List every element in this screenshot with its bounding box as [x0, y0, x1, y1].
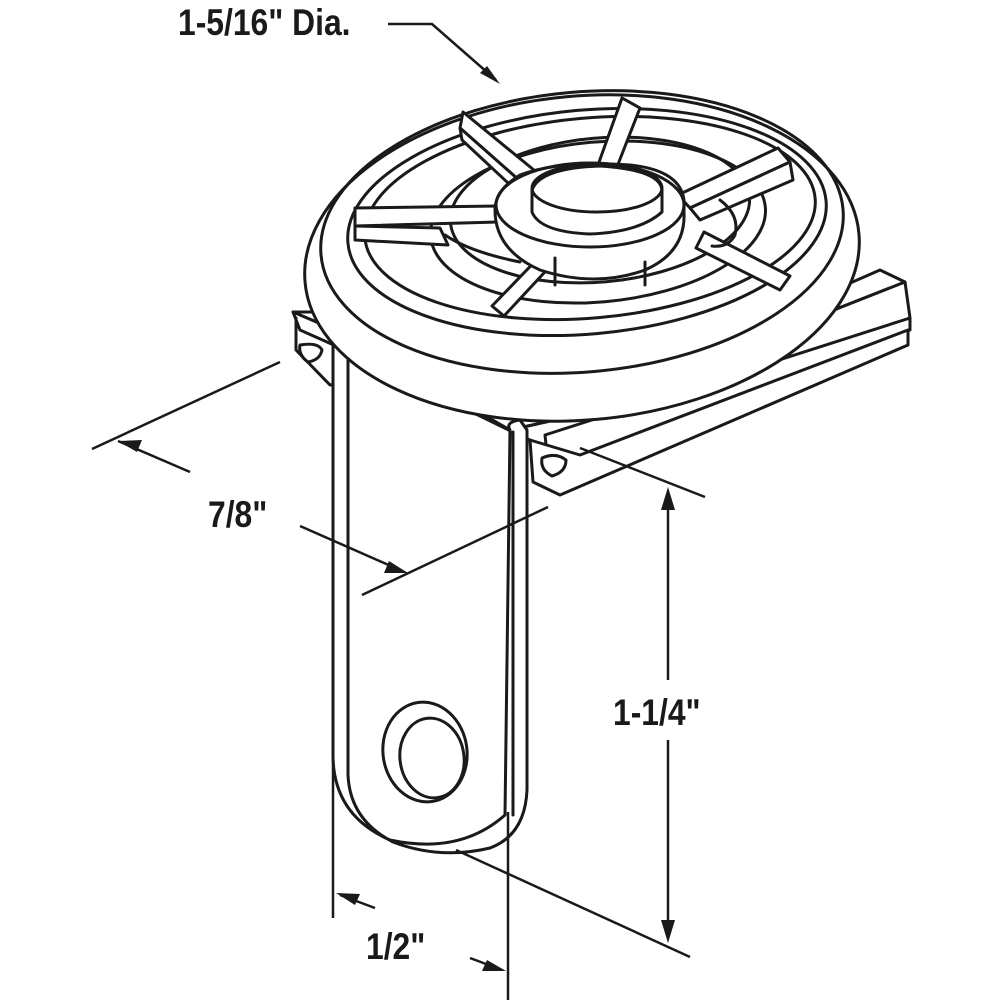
bracket-arm — [331, 336, 529, 855]
wheel-hub — [493, 161, 686, 287]
depth-label: 7/8" — [208, 494, 268, 535]
diameter-leader — [388, 22, 500, 84]
height-label: 1-1/4" — [613, 692, 701, 733]
width-dimension — [331, 755, 510, 1000]
width-label: 1/2" — [366, 926, 426, 967]
height-dimension — [455, 446, 706, 959]
depth-dimension — [91, 360, 549, 597]
wheel — [303, 89, 861, 423]
wheel-spokes — [353, 96, 795, 318]
wheel-diameter-label: 1-5/16" Dia. — [178, 2, 351, 43]
